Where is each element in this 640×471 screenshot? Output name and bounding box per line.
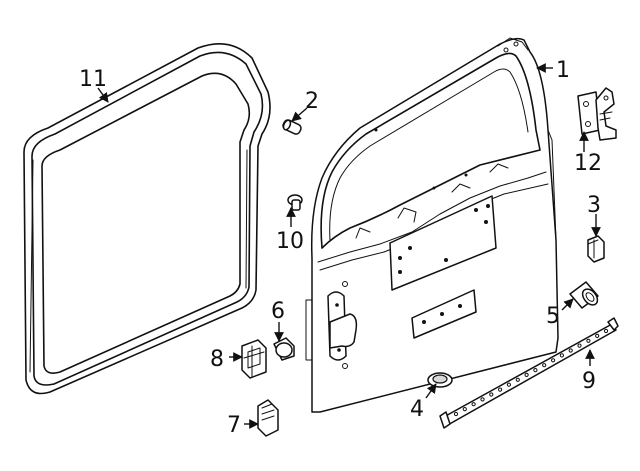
part-4-grommet <box>427 372 453 388</box>
strip-hole <box>524 372 529 377</box>
strip-hole <box>577 343 582 348</box>
callout-11: 11 <box>79 67 107 92</box>
callout-9: 9 <box>582 369 596 394</box>
strip-hole <box>568 348 573 353</box>
callout-10: 10 <box>276 229 304 254</box>
callout-2: 2 <box>305 89 319 114</box>
callout-labels: 1 2 3 4 5 6 7 8 9 10 11 12 <box>79 58 602 438</box>
strip-hole <box>533 368 538 373</box>
callout-1: 1 <box>556 58 570 83</box>
strip-hole <box>595 333 600 338</box>
callout-5: 5 <box>546 304 560 329</box>
strip-hole <box>498 387 503 392</box>
part-7-pad <box>257 399 279 437</box>
leader-5 <box>561 298 574 311</box>
callout-6: 6 <box>271 299 285 324</box>
part-9-strip <box>439 317 619 429</box>
strip-hole <box>586 338 591 343</box>
leader-11 <box>97 87 109 103</box>
part-1-door-panel <box>305 37 559 413</box>
strip-hole <box>506 382 511 387</box>
callout-3: 3 <box>587 193 601 218</box>
part-10-bolt <box>287 194 303 211</box>
leader-4 <box>425 383 437 399</box>
strip-hole <box>559 353 565 358</box>
part-5-bumper <box>569 281 599 309</box>
strip-hole <box>471 402 476 407</box>
callout-7: 7 <box>227 413 241 438</box>
callout-8: 8 <box>210 347 224 372</box>
leaders <box>97 63 601 429</box>
strip-hole <box>480 397 485 402</box>
callout-4: 4 <box>410 397 424 422</box>
part-3-clip <box>587 235 605 263</box>
part-12-hinge <box>577 87 617 141</box>
strip-hole <box>453 411 459 417</box>
leader-2 <box>291 107 308 122</box>
strip-hole <box>603 328 609 334</box>
part-6-button <box>273 337 295 361</box>
part-11-weatherstrip <box>23 42 271 395</box>
strip-hole <box>489 392 494 397</box>
callout-12: 12 <box>574 151 602 176</box>
strip-hole <box>542 363 547 368</box>
part-2-pin <box>282 119 302 135</box>
strip-hole <box>515 377 520 382</box>
strip-hole <box>551 358 556 363</box>
strip-hole <box>462 407 467 412</box>
part-8-bracket <box>241 339 267 379</box>
